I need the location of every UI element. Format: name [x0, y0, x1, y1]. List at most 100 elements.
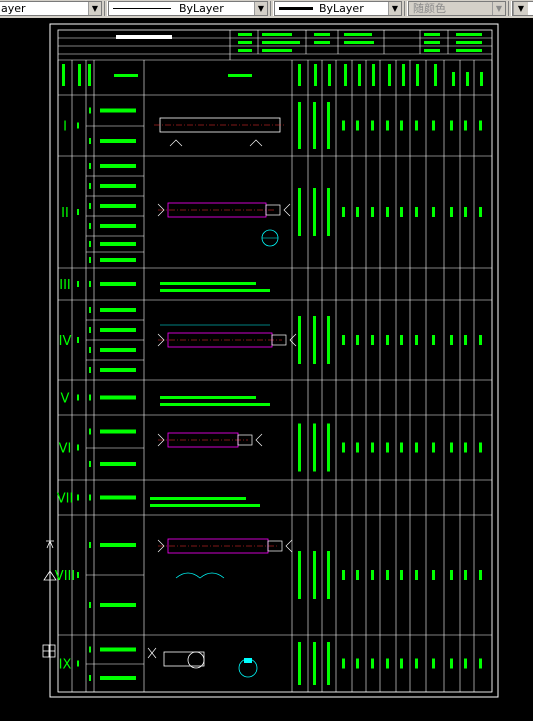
substep-mark [89, 281, 91, 287]
data-cell-mark [371, 658, 374, 669]
data-cell-mark [450, 335, 453, 345]
data-cell-mark [432, 335, 435, 345]
operation-text-mark [100, 348, 136, 352]
linetype-combo-value: ByLayer [179, 2, 224, 15]
data-cell-mark [356, 207, 359, 217]
lineweight-combo[interactable]: ByLayer ▼ [274, 1, 402, 16]
substep-mark [89, 223, 91, 229]
data-cell-mark [400, 570, 403, 580]
data-cell-mark [432, 570, 435, 580]
process-number: II [61, 206, 69, 221]
substep-mark [89, 183, 91, 189]
data-cell-mark [342, 207, 345, 217]
data-cell-mark [479, 570, 482, 580]
operation-text-mark [100, 224, 136, 228]
data-cell-mark [371, 570, 374, 580]
data-cell-mark [479, 207, 482, 217]
process-number: V [61, 392, 70, 407]
overflow-combo[interactable]: ▼ [512, 1, 533, 16]
substep-mark [89, 203, 91, 209]
operation-text-mark [100, 184, 136, 188]
chuck-symbol [157, 203, 165, 217]
note-text-mark [160, 282, 256, 285]
data-cell-mark [415, 442, 418, 453]
model-space-background [0, 18, 533, 717]
chevron-down-icon[interactable]: ▼ [88, 2, 101, 15]
operation-text-mark [100, 204, 136, 208]
process-number: I [63, 120, 67, 135]
keyway-slot [244, 658, 252, 663]
step-count-mark [77, 209, 79, 215]
data-cell-mark [298, 188, 301, 236]
shaft-step [267, 540, 283, 552]
properties-toolbar: ayer ▼ ByLayer ▼ ByLayer ▼ 随颜色 ▼ ▼ [0, 0, 533, 19]
data-cell-mark [464, 207, 467, 217]
chevron-down-icon: ▼ [492, 2, 505, 15]
data-cell-mark [342, 570, 345, 580]
operation-text-mark [100, 328, 136, 332]
step-count-mark [77, 337, 79, 343]
data-cell-mark [450, 570, 453, 580]
data-cell-mark [386, 335, 389, 345]
layer-combo-value: ayer [1, 2, 26, 15]
operation-text-mark [100, 676, 136, 680]
data-cell-mark [327, 642, 330, 685]
toolbar-separator [404, 1, 408, 16]
support-symbol [169, 139, 263, 147]
data-cell-mark [464, 335, 467, 345]
substep-mark [89, 646, 91, 653]
chevron-down-icon[interactable]: ▼ [513, 2, 528, 15]
linetype-swatch [113, 8, 171, 9]
data-cell-mark [342, 120, 345, 131]
data-cell-mark [464, 120, 467, 131]
data-cell-mark [479, 335, 482, 345]
shaft-sketch-vi [157, 432, 263, 448]
substep-mark [89, 347, 91, 353]
step-count-mark [77, 394, 79, 401]
substep-mark [89, 257, 91, 263]
shaft-step [271, 334, 287, 346]
fixture-wheel [187, 651, 205, 669]
data-cell-mark [342, 442, 345, 453]
data-cell-mark [342, 335, 345, 345]
data-cell-mark [371, 207, 374, 217]
data-cell-mark [415, 335, 418, 345]
chuck-symbol [157, 539, 165, 553]
operation-text-mark [100, 429, 136, 434]
note-text-mark [150, 497, 246, 500]
data-cell-mark [450, 658, 453, 669]
toolbar-separator [104, 1, 108, 16]
data-cell-mark [313, 188, 316, 236]
lineweight-swatch [279, 7, 313, 10]
linetype-combo[interactable]: ByLayer ▼ [108, 1, 268, 16]
operation-text-mark [100, 258, 136, 262]
data-cell-mark [298, 423, 301, 472]
chuck-symbol [157, 333, 165, 347]
step-count-mark [77, 122, 79, 129]
data-cell-mark [479, 120, 482, 131]
plotstyle-combo-value: 随颜色 [413, 2, 446, 15]
data-cell-mark [356, 442, 359, 453]
note-text-mark [160, 289, 270, 292]
data-cell-mark [386, 120, 389, 131]
chevron-down-icon[interactable]: ▼ [254, 2, 267, 15]
process-number: VIII [55, 569, 75, 584]
layer-combo[interactable]: ayer ▼ [0, 1, 102, 16]
data-cell-mark [400, 335, 403, 345]
data-cell-mark [386, 442, 389, 453]
operation-text-mark [100, 368, 136, 372]
drawing-border [49, 23, 499, 698]
operation-text-mark [100, 308, 136, 312]
chevron-down-icon[interactable]: ▼ [388, 2, 401, 15]
shaft-step [237, 434, 253, 446]
substep-mark [89, 327, 91, 333]
data-cell-mark [356, 120, 359, 131]
data-cell-mark [432, 120, 435, 131]
lineweight-combo-value: ByLayer [319, 2, 364, 15]
data-cell-mark [356, 658, 359, 669]
table-header-marks [62, 64, 483, 86]
shaft-sketch-iv [157, 332, 297, 348]
toolbar-separator [270, 1, 274, 16]
